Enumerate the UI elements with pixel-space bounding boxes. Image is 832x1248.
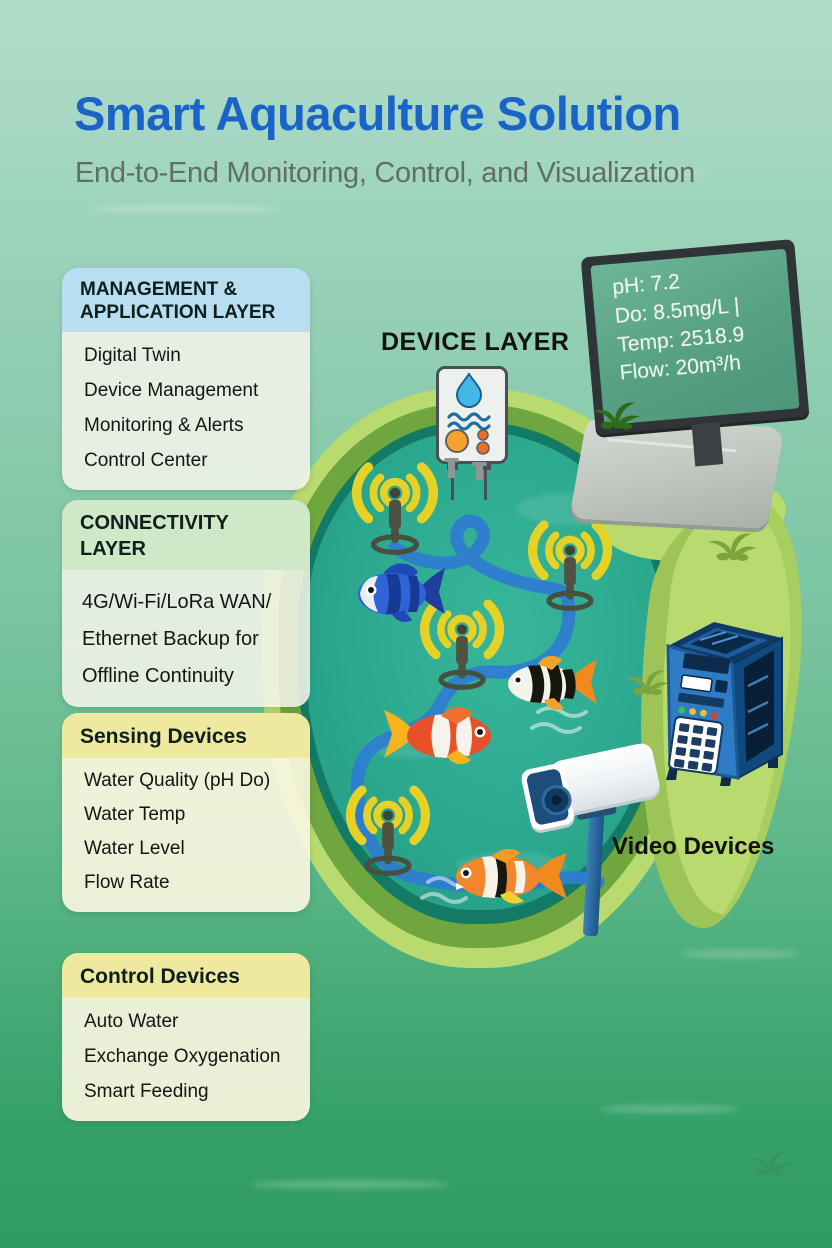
water-streak xyxy=(90,205,280,213)
striped-barb-fish-icon xyxy=(508,655,597,710)
list-item: Offline Continuity xyxy=(82,665,234,687)
water-quality-device-icon xyxy=(436,366,508,500)
orange-fish-icon xyxy=(384,707,491,765)
wifi-sensor-icon xyxy=(346,778,430,888)
list-item: Control Center xyxy=(84,450,208,472)
list-item: Water Quality (pH Do) xyxy=(84,770,271,792)
grass-icon xyxy=(586,396,644,430)
video-devices-label: Video Devices xyxy=(612,833,775,860)
list-item: Auto Water xyxy=(84,1011,179,1033)
list-item: Device Management xyxy=(84,380,259,402)
water-ripples xyxy=(420,706,588,904)
panel-connectivity-header: CONNECTIVITY LAYER xyxy=(62,500,310,570)
water-streak xyxy=(600,1105,740,1113)
camera-pole xyxy=(582,813,605,937)
panel-control-header: Control Devices xyxy=(62,953,310,999)
device-layer-label: DEVICE LAYER xyxy=(381,328,570,356)
grass-icon xyxy=(744,1146,794,1176)
wifi-sensor-icon xyxy=(528,513,612,623)
list-item: Digital Twin xyxy=(84,345,181,367)
marker-post xyxy=(472,462,487,480)
list-item: Monitoring & Alerts xyxy=(84,415,244,437)
panel-sensing-devices: Sensing Devices Water Quality (pH Do) Wa… xyxy=(62,713,310,913)
page-subtitle: End-to-End Monitoring, Control, and Visu… xyxy=(75,157,695,189)
wifi-sensor-icon xyxy=(352,455,438,567)
controller-cabinet xyxy=(656,616,790,786)
blue-fish-icon xyxy=(358,563,445,622)
monitor-stand xyxy=(691,422,724,467)
list-item: Flow Rate xyxy=(84,872,170,894)
water-streak xyxy=(680,950,800,958)
list-item: Ethernet Backup for xyxy=(82,628,259,650)
grass-icon xyxy=(702,526,760,562)
marker-post xyxy=(444,458,459,478)
panel-sensing-header: Sensing Devices xyxy=(62,713,310,759)
water-drop-glyph xyxy=(455,372,483,408)
list-item: Water Level xyxy=(84,838,185,860)
panel-control-devices: Control Devices Auto Water Exchange Oxyg… xyxy=(62,953,310,1122)
page-title: Smart Aquaculture Solution xyxy=(74,87,681,140)
clownfish-icon xyxy=(456,848,567,904)
list-item: Exchange Oxygenation xyxy=(84,1046,281,1068)
list-item: 4G/Wi-Fi/LoRa WAN/ xyxy=(82,591,272,613)
panel-management-application-layer: MANAGEMENT & APPLICATION LAYER Digital T… xyxy=(62,268,310,491)
water-streak xyxy=(250,1180,450,1189)
list-item: Water Temp xyxy=(84,804,186,826)
panel-management-header: MANAGEMENT & APPLICATION LAYER xyxy=(62,268,310,333)
panel-connectivity-layer: CONNECTIVITY LAYER 4G/Wi-Fi/LoRa WAN/ Et… xyxy=(62,500,310,707)
list-item: Smart Feeding xyxy=(84,1081,209,1103)
water-streak xyxy=(560,170,710,177)
